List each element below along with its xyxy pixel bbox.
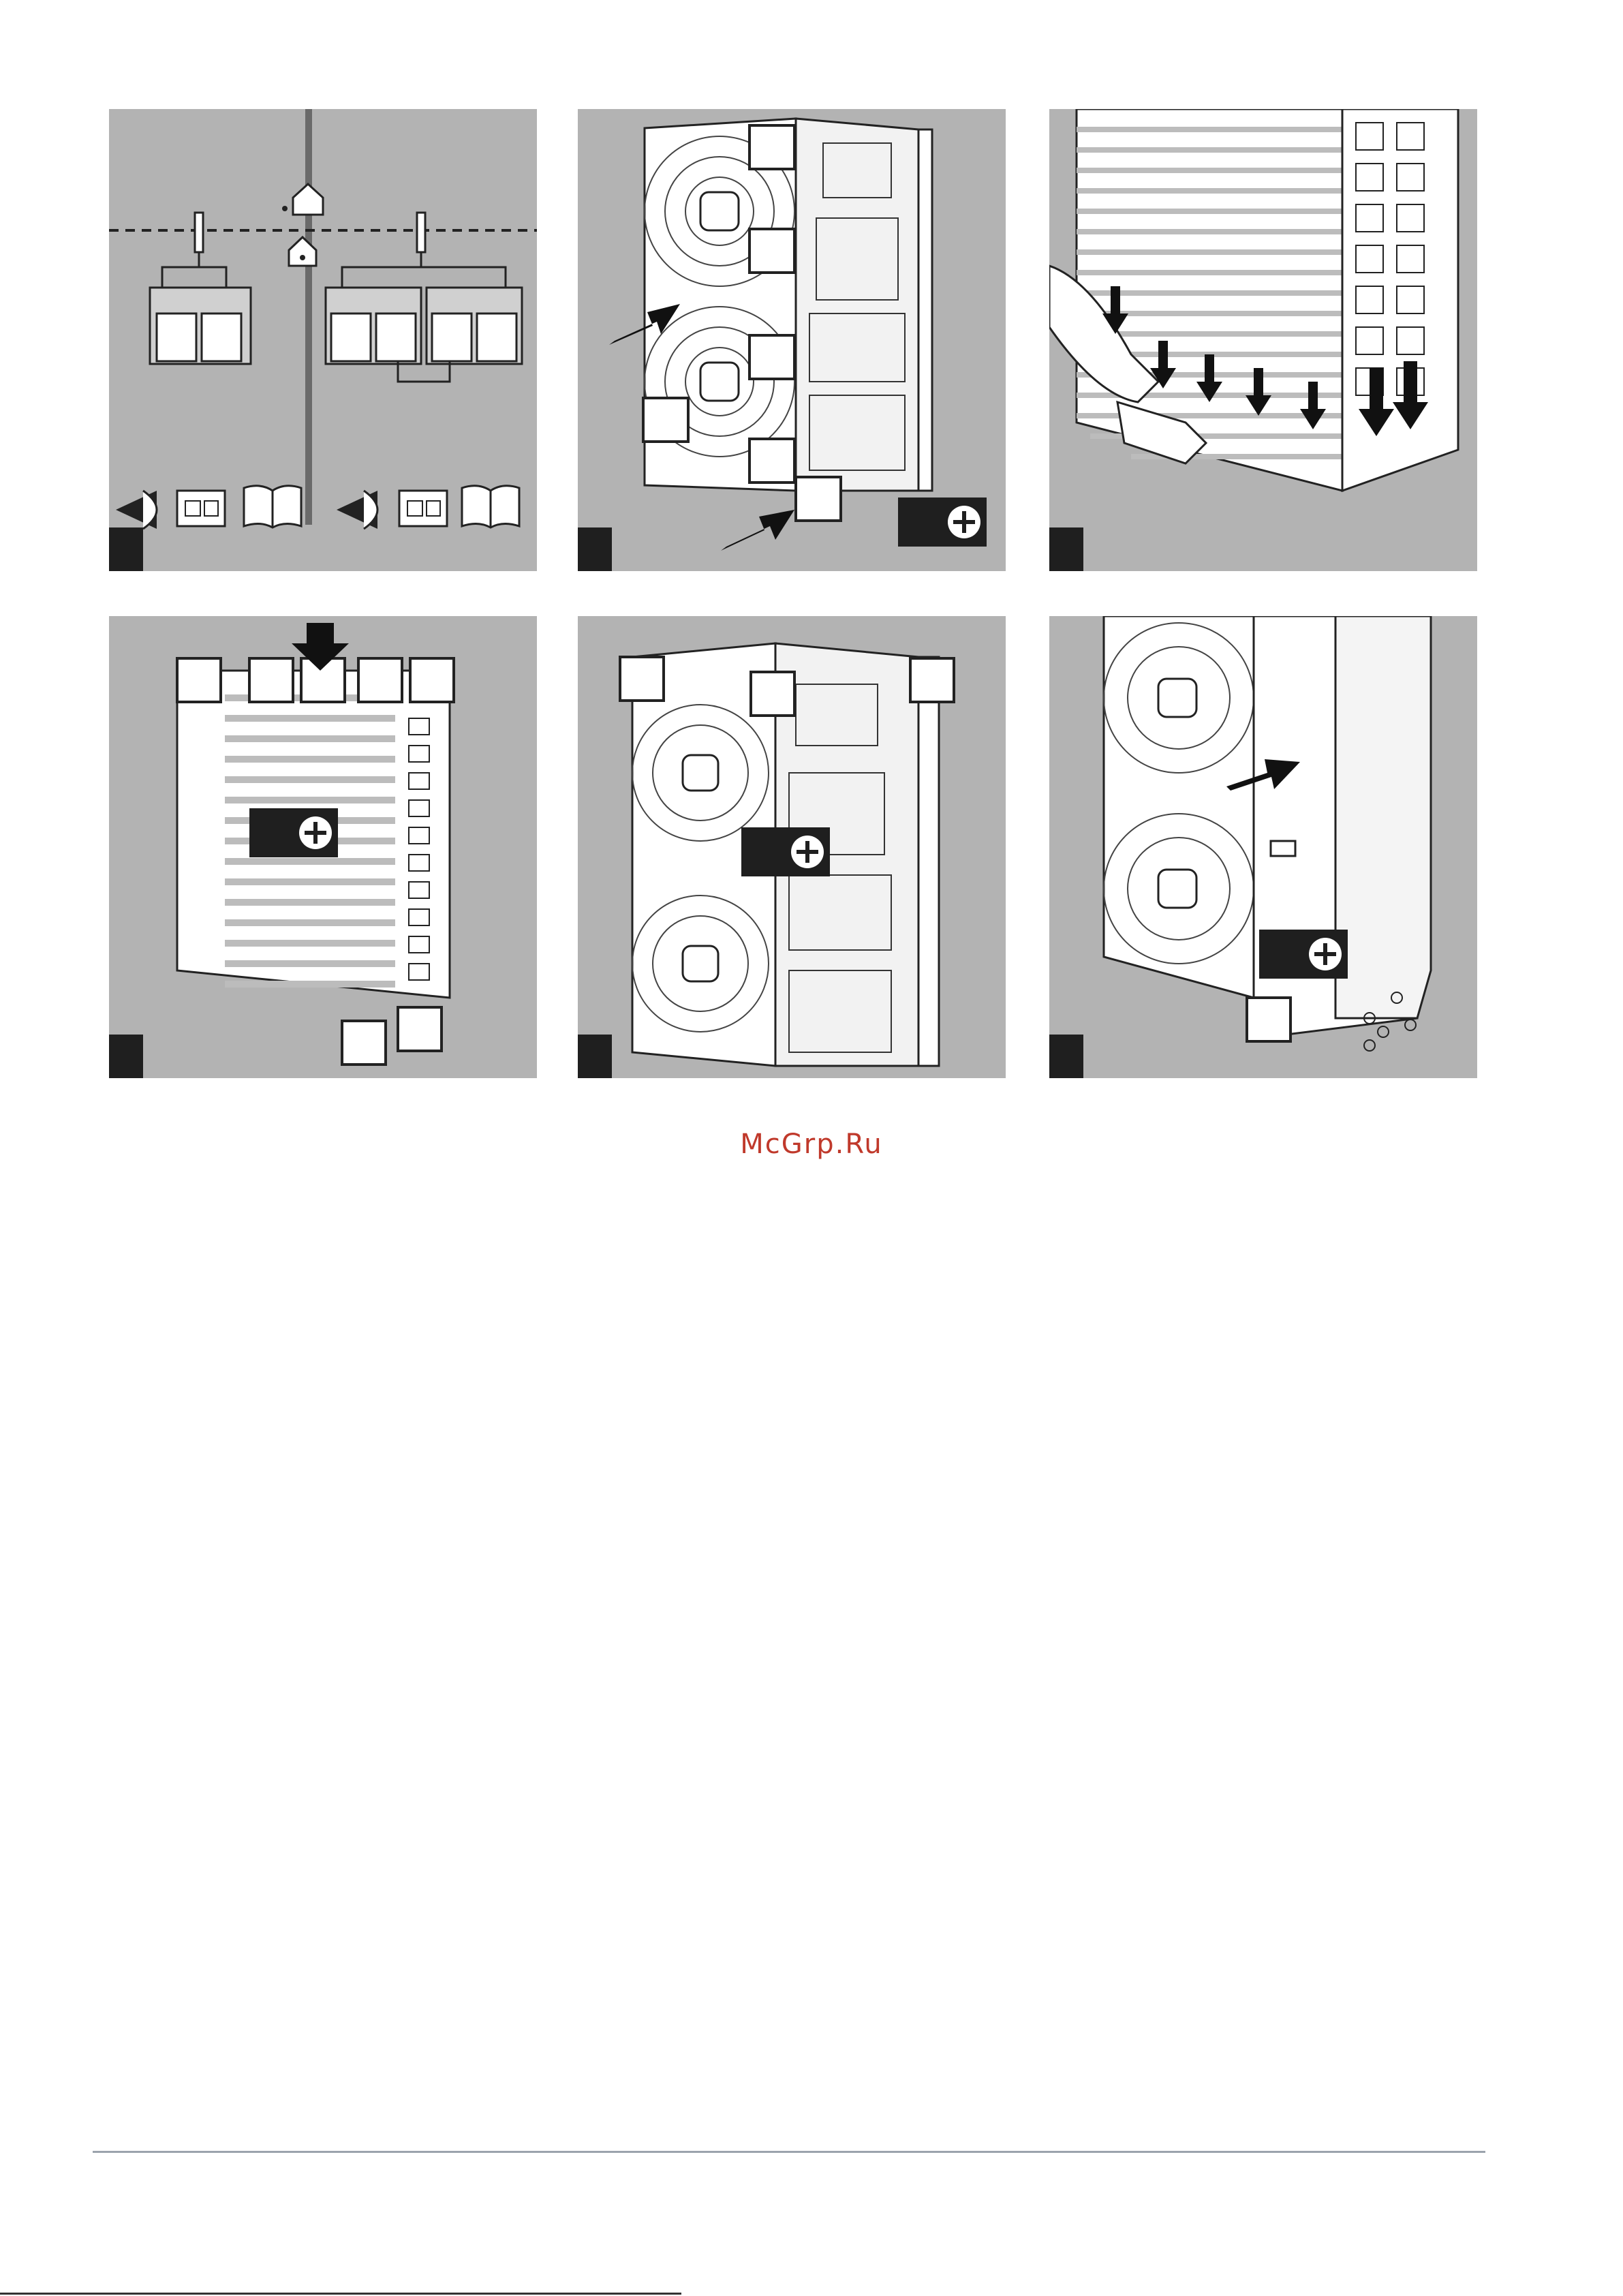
screwdriver-badge — [1259, 930, 1348, 979]
figure-panel-2 — [578, 109, 1006, 571]
figure-panel-3 — [1049, 109, 1477, 571]
eye-icon — [116, 491, 157, 529]
watermark-text: McGrp.Ru — [0, 1129, 1623, 1160]
step-number-box — [578, 1035, 612, 1078]
figure-panel-4 — [109, 616, 537, 1078]
manual-card-icon — [177, 491, 225, 526]
screwdriver-badge — [898, 498, 987, 547]
side-panel-illustration — [1049, 616, 1477, 1078]
eye-icon — [337, 491, 377, 529]
screwdriver-icon — [293, 808, 338, 857]
book-icon — [244, 486, 301, 527]
step-number-box — [1049, 1035, 1083, 1078]
step-number-box — [109, 527, 143, 571]
screwdriver-icon — [1303, 930, 1348, 979]
figure-panel-1 — [109, 109, 537, 571]
manual-card-icon — [399, 491, 447, 526]
step-number-box — [578, 527, 612, 571]
footer-divider — [93, 2151, 1485, 2153]
figure-panel-5 — [578, 616, 1006, 1078]
bottom-edge-strip — [0, 2293, 681, 2295]
screwdriver-icon — [785, 827, 830, 876]
panel-mounting-illustration — [1049, 109, 1477, 571]
book-icon — [462, 486, 519, 527]
step-number-box — [1049, 527, 1083, 571]
installation-scheme-illustration — [109, 109, 537, 571]
step-number-box — [109, 1035, 143, 1078]
screwdriver-icon — [942, 498, 987, 547]
figure-panel-6 — [1049, 616, 1477, 1078]
screwdriver-badge — [249, 808, 338, 857]
screwdriver-badge — [741, 827, 830, 876]
